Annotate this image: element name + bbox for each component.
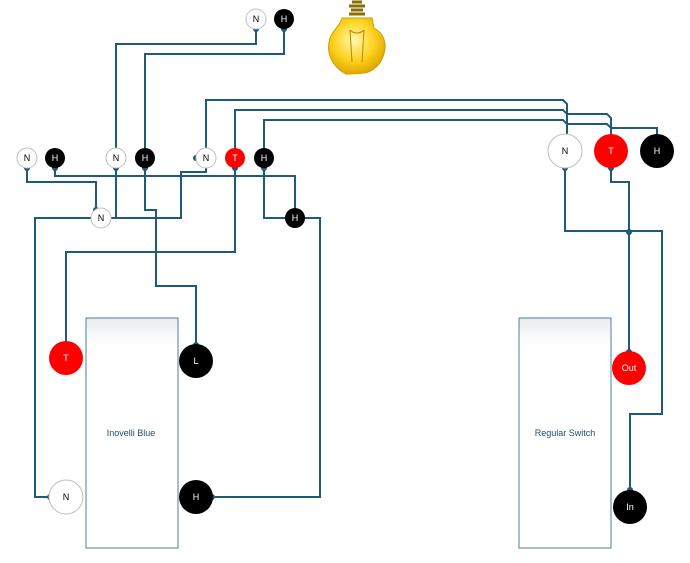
regular-switch-label: Regular Switch	[535, 428, 596, 438]
svg-text:N: N	[63, 492, 70, 502]
wire-remote-neutral	[205, 99, 568, 158]
wire-bulb-neutral	[115, 29, 257, 168]
svg-text:N: N	[24, 153, 31, 163]
bulb-hot-terminal: H	[274, 9, 294, 29]
inovelli-line-terminal: L	[179, 344, 213, 378]
wires	[26, 29, 663, 498]
inovelli-blue-label: Inovelli Blue	[107, 428, 156, 438]
wire-splice-inovelli-hot	[212, 217, 321, 498]
svg-text:Out: Out	[622, 363, 637, 373]
svg-text:T: T	[63, 353, 69, 363]
svg-text:T: T	[232, 153, 238, 163]
wire-left-neutral	[26, 168, 97, 210]
load-neutral-terminal: N	[105, 147, 127, 169]
svg-text:In: In	[626, 502, 634, 512]
svg-text:N: N	[253, 14, 260, 24]
regular-switch-device	[518, 317, 612, 549]
inovelli-blue-device	[85, 317, 179, 549]
wire-regular-out	[610, 168, 630, 352]
regular-out-terminal: Out	[612, 351, 646, 385]
svg-text:N: N	[203, 153, 210, 163]
inovelli-hot-terminal: H	[179, 480, 213, 514]
light-bulb-icon	[328, 0, 386, 75]
regular-in-terminal: In	[613, 490, 647, 524]
wire-regular-neutral-loop	[564, 168, 663, 490]
svg-text:N: N	[98, 213, 105, 223]
wire-remote-hot	[263, 119, 658, 158]
neutral-splice-terminal: N	[90, 207, 112, 229]
svg-text:H: H	[281, 14, 288, 24]
svg-text:H: H	[52, 153, 59, 163]
hot-splice-terminal: H	[285, 208, 305, 228]
svg-text:N: N	[113, 153, 120, 163]
wire-remote-traveler	[234, 109, 612, 158]
svg-text:H: H	[654, 146, 661, 156]
wire-bulb-hot	[144, 29, 285, 168]
svg-text:H: H	[193, 492, 200, 502]
remote-neutral-terminal: N	[547, 133, 583, 169]
cable-neutral-terminal: N	[195, 147, 217, 169]
svg-text:N: N	[562, 146, 569, 156]
svg-text:L: L	[193, 356, 198, 366]
svg-text:H: H	[261, 153, 268, 163]
supply-hot-terminal: H	[45, 148, 65, 168]
wire-box2-hot-splice	[263, 168, 288, 219]
svg-text:T: T	[608, 146, 614, 156]
wire-inovelli-traveler	[65, 168, 236, 345]
wire-splice-inovelli-neutral	[34, 217, 96, 498]
inovelli-neutral-terminal: N	[48, 479, 84, 515]
supply-neutral-terminal: N	[16, 147, 38, 169]
remote-traveler-terminal: T	[594, 134, 628, 168]
remote-hot-terminal: H	[640, 134, 674, 168]
wire-box1-hot	[144, 168, 197, 345]
svg-text:H: H	[292, 213, 299, 223]
wire-left-hot	[54, 168, 296, 210]
cable-traveler-terminal: T	[225, 148, 245, 168]
inovelli-traveler-terminal: T	[49, 341, 83, 375]
bulb-neutral-terminal: N	[245, 8, 267, 30]
load-hot-terminal: H	[135, 148, 155, 168]
cable-hot-terminal: H	[254, 148, 274, 168]
svg-text:H: H	[142, 153, 149, 163]
